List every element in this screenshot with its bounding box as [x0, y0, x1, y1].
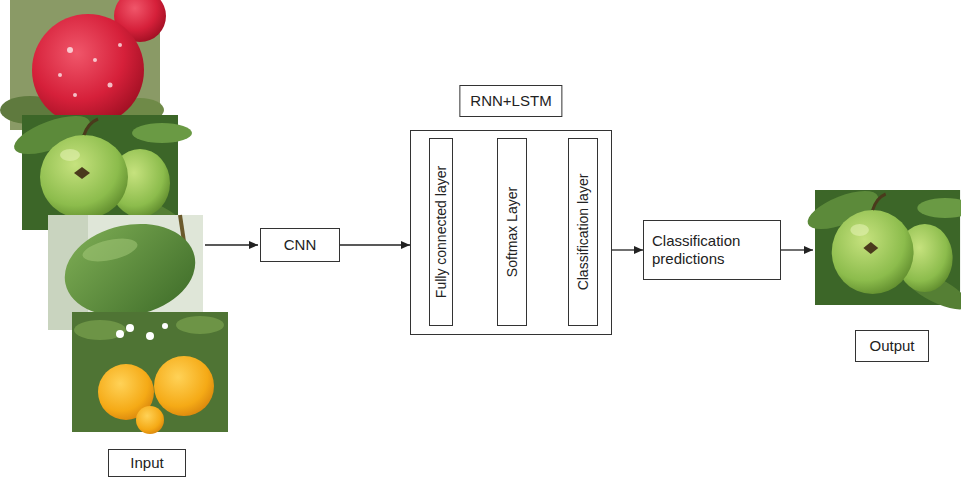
layer-box: Fully connected layer — [429, 138, 453, 326]
node-label: Output — [869, 337, 914, 355]
block-heading: RNN+LSTM — [459, 85, 562, 117]
output-arrow — [781, 249, 813, 250]
flow-arrow — [612, 249, 643, 250]
node-label: Input — [130, 454, 163, 472]
node-label: Softmax Layer — [503, 187, 521, 277]
layer-box: Softmax Layer — [497, 138, 527, 326]
model-block: RNN+LSTMFully connected layerSoftmax Lay… — [410, 130, 612, 335]
node-label: Fully connected layer — [432, 166, 450, 298]
node-label: Classification layer — [574, 174, 592, 291]
node-label: CNN — [284, 236, 317, 254]
input-arrow — [205, 244, 258, 245]
node-label: Classification predictions — [652, 232, 772, 268]
flow-arrow — [340, 244, 410, 245]
input-label-box: Input — [108, 449, 186, 477]
output-photo — [803, 183, 961, 317]
output-label-box: Output — [855, 330, 929, 362]
layer-box: Classification layer — [568, 138, 598, 326]
output-box: Classification predictions — [643, 220, 781, 280]
orange-photo — [72, 312, 228, 434]
process-box: CNN — [260, 228, 340, 262]
red-apple-photo — [0, 0, 166, 130]
